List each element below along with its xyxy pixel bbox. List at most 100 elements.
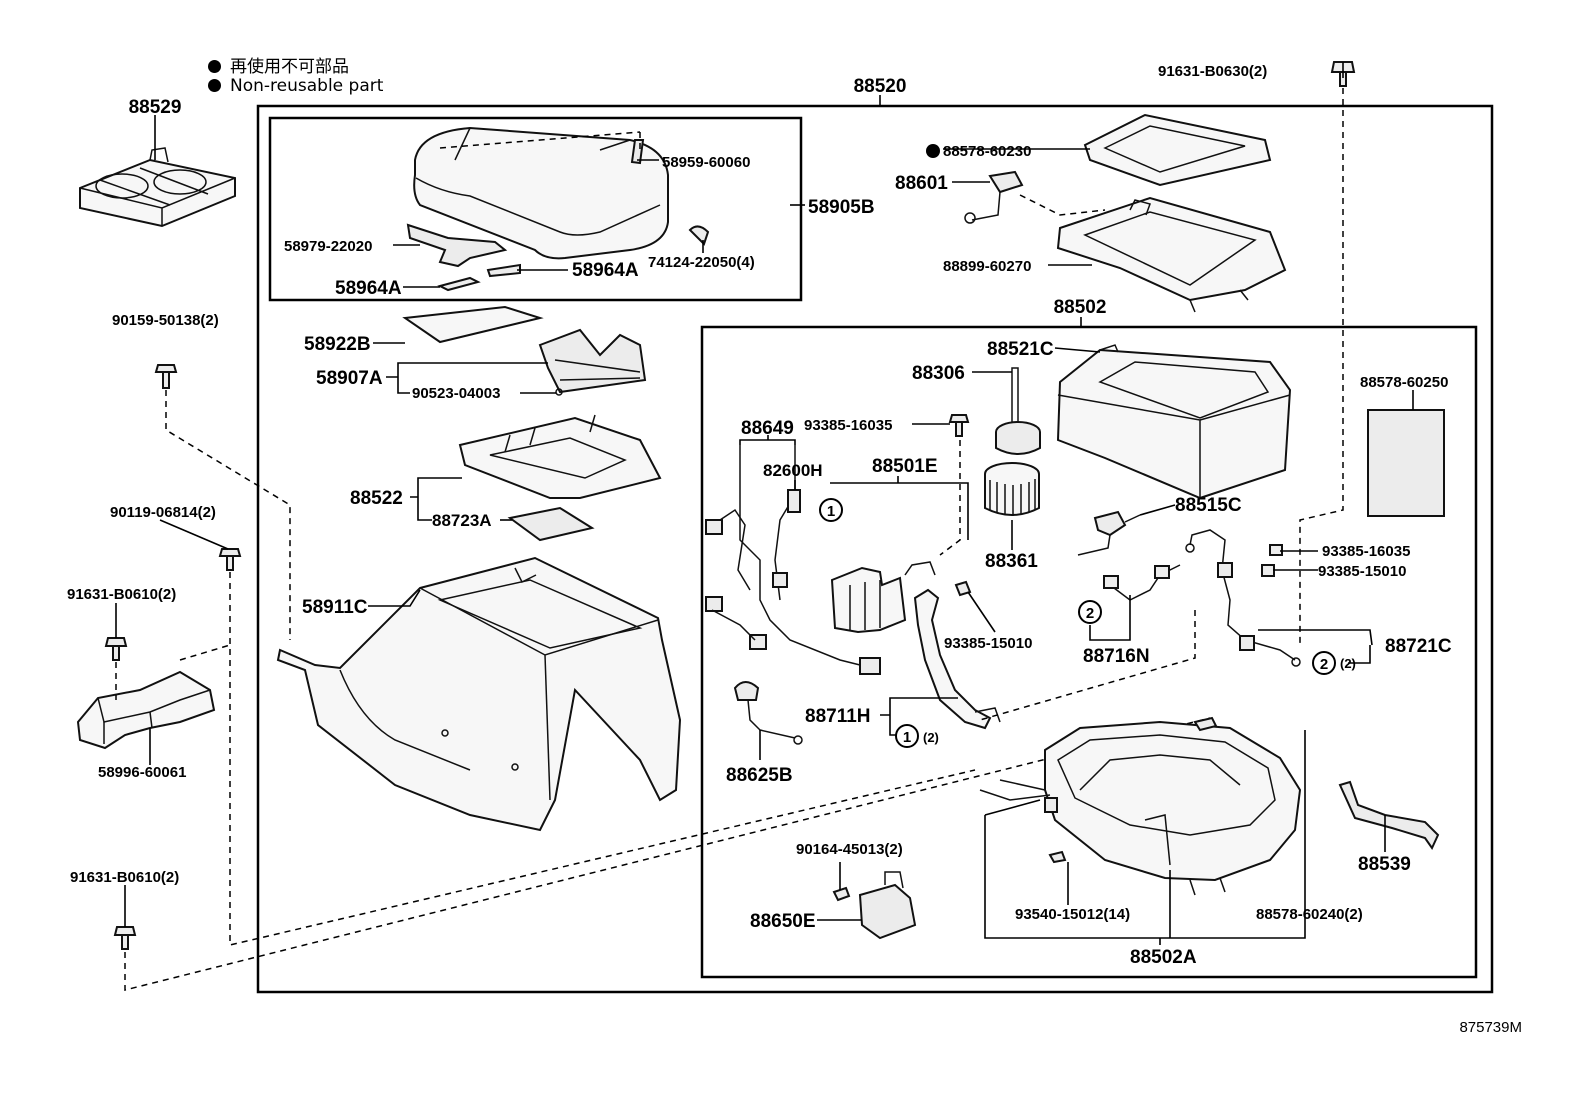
- part-label-88649: 88649: [741, 418, 794, 439]
- screw-93385-16035-part: [948, 414, 970, 437]
- motor-part: [995, 367, 1041, 455]
- part-label-93385-16035-b: 93385-16035: [1322, 543, 1410, 560]
- bezel-ring-part: [1083, 113, 1272, 187]
- non-reusable-dot-icon: [208, 79, 221, 92]
- part-label-88716N: 88716N: [1083, 646, 1150, 667]
- callout-circle-2a: [1078, 600, 1102, 624]
- part-label-88522: 88522: [350, 488, 403, 509]
- hinge-pin-b-part: [486, 263, 521, 278]
- armrest-hinge-part: [406, 223, 508, 268]
- duct-part: [913, 588, 1001, 730]
- part-label-90159-50138: 90159-50138(2): [112, 312, 219, 329]
- part-label-88501E: 88501E: [872, 456, 938, 477]
- bolt-90119-part: [218, 548, 242, 571]
- part-label-93385-16035-a: 93385-16035: [804, 417, 892, 434]
- part-label-90119-06814: 90119-06814(2): [110, 504, 216, 521]
- support-bracket-part: [76, 670, 216, 750]
- armrest-subassembly-frame: [268, 116, 803, 302]
- part-label-58905B: 58905B: [808, 197, 875, 218]
- part-label-58964A-left: 58964A: [335, 278, 402, 299]
- part-label-58996-60061: 58996-60061: [98, 764, 186, 781]
- part-label-88899-60270: 88899-60270: [943, 258, 1031, 275]
- callout-2b-qty: (2): [1340, 656, 1356, 671]
- console-body-part: [276, 556, 682, 832]
- felt-pad-part: [1367, 409, 1445, 517]
- wire-88721C-part: [1185, 529, 1301, 667]
- box-cover-part: [1056, 344, 1292, 500]
- callout-circle-2b: [1312, 651, 1336, 675]
- callout-1a-number: 1: [827, 503, 835, 520]
- top-plate-part: [1056, 196, 1287, 313]
- console-assembly-frame: [256, 104, 1494, 994]
- part-label-93385-15010-b: 93385-15010: [944, 635, 1032, 652]
- part-label-58907A: 58907A: [316, 368, 383, 389]
- screw-93385-15010-part: [954, 580, 972, 597]
- bolt-90159-part: [154, 364, 178, 389]
- part-label-88539: 88539: [1358, 854, 1411, 875]
- tray-mat-part: [507, 506, 595, 542]
- armrest-clip-part: [688, 225, 710, 246]
- part-label-91631-B0610-b: 91631-B0610(2): [70, 869, 179, 886]
- part-label-93385-15010-a: 93385-15010: [1318, 563, 1406, 580]
- lamp-socket-part: [733, 681, 803, 745]
- part-label-88529: 88529: [129, 97, 182, 118]
- wire-88716N-part: [1103, 564, 1181, 601]
- clip-88578-60240-part: [1193, 716, 1218, 732]
- part-label-58979-22020: 58979-22020: [284, 238, 372, 255]
- part-label-88601: 88601: [895, 173, 948, 194]
- non-reusable-dot-icon: [926, 144, 940, 158]
- part-label-58959-60060: 58959-60060: [662, 154, 750, 171]
- part-label-90523-04003: 90523-04003: [412, 385, 500, 402]
- buzzer-part: [858, 871, 917, 940]
- callout-2b-number: 2: [1320, 656, 1328, 673]
- cable-88539-part: [1338, 780, 1440, 850]
- part-label-88502A: 88502A: [1130, 947, 1197, 968]
- callout-1b-qty: (2): [923, 730, 939, 745]
- part-label-88711H: 88711H: [805, 706, 871, 727]
- upper-lid-panel-part: [402, 305, 544, 344]
- lower-box-part: [979, 720, 1302, 896]
- part-label-88361: 88361: [985, 551, 1038, 572]
- lamp-part: [830, 561, 936, 634]
- part-label-91631-B0610-a: 91631-B0610(2): [67, 586, 176, 603]
- part-label-91631-B0630: 91631-B0630(2): [1158, 63, 1267, 80]
- wire-harness-part: [705, 445, 881, 675]
- part-label-90164-45013: 90164-45013(2): [796, 841, 903, 858]
- part-label-58964A-right: 58964A: [572, 260, 639, 281]
- legend-jp-text: 再使用不可部品: [230, 57, 349, 77]
- part-label-88723A: 88723A: [432, 511, 492, 530]
- part-label-82600H: 82600H: [763, 461, 823, 480]
- screw-93540-part: [1048, 850, 1067, 864]
- non-reusable-dot-icon: [208, 60, 221, 73]
- part-label-58922B: 58922B: [304, 334, 371, 355]
- console-tray-part: [458, 414, 662, 499]
- sensor-part: [1077, 510, 1141, 556]
- bolt-91631a-part: [104, 637, 128, 661]
- part-label-88515C: 88515C: [1175, 495, 1242, 516]
- part-label-88721C: 88721C: [1385, 636, 1452, 657]
- bolt-91631b-part: [113, 926, 137, 950]
- callout-2a-number: 2: [1086, 605, 1094, 622]
- part-label-74124-22050: 74124-22050(4): [648, 254, 755, 271]
- callout-circle-1b: [895, 724, 919, 748]
- part-label-88625B: 88625B: [726, 765, 793, 786]
- callout-1b-number: 1: [903, 729, 911, 746]
- assembly-label-88520: 88520: [854, 76, 907, 97]
- part-label-93540-15012: 93540-15012(14): [1015, 906, 1130, 923]
- legend-en: Non-reusable part: [208, 76, 383, 96]
- part-label-88650E: 88650E: [750, 911, 816, 932]
- screw-90164-part: [832, 886, 851, 902]
- legend-en-text: Non-reusable part: [230, 76, 384, 96]
- diagram-code: 875739M: [1459, 1019, 1522, 1036]
- lock-knob-part: [964, 170, 1024, 224]
- hinge-pin-a-part: [437, 276, 481, 292]
- fan-part: [984, 462, 1040, 516]
- part-label-58911C: 58911C: [302, 597, 368, 618]
- box-subassembly-frame: [700, 325, 1478, 979]
- legend-jp: 再使用不可部品: [208, 52, 349, 77]
- armrest-lid-part: [413, 126, 669, 260]
- cup-holder-part: [79, 147, 236, 228]
- lid-hinge-part: [538, 328, 647, 394]
- part-label-88306: 88306: [912, 363, 965, 384]
